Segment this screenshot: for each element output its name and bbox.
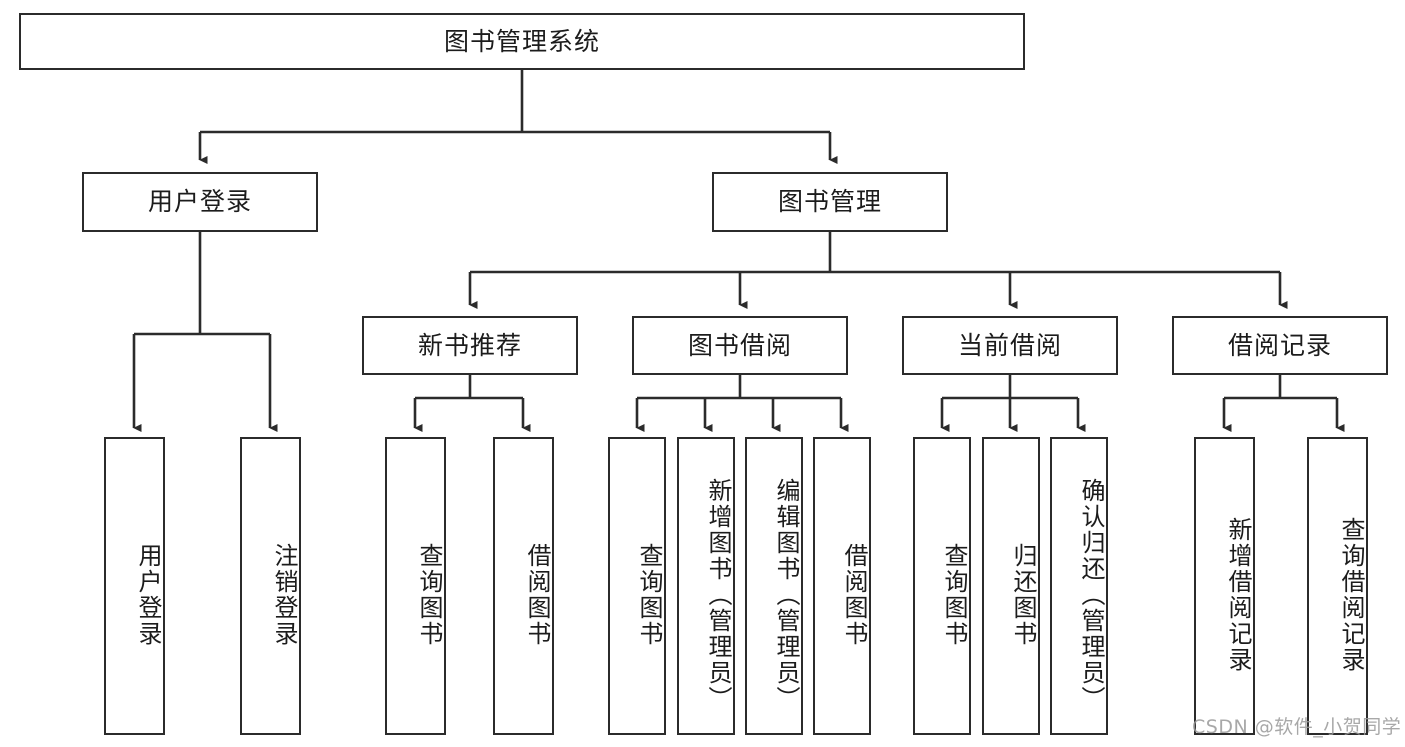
node-label: 查询图书 bbox=[635, 543, 663, 647]
node-label: 图书管理系统 bbox=[443, 26, 600, 56]
node-user-login[interactable]: 用户登录 bbox=[82, 172, 318, 232]
leaf-query-book-borrow[interactable]: 查询图书 bbox=[608, 437, 666, 735]
leaf-add-book-admin[interactable]: 新增图书（管理员） bbox=[677, 437, 735, 735]
leaf-confirm-return-admin[interactable]: 确认归还（管理员） bbox=[1050, 437, 1108, 735]
leaf-return-book[interactable]: 归还图书 bbox=[982, 437, 1040, 735]
leaf-user-logout[interactable]: 注销登录 bbox=[240, 437, 301, 735]
node-borrow-record[interactable]: 借阅记录 bbox=[1172, 316, 1388, 375]
leaf-user-login[interactable]: 用户登录 bbox=[104, 437, 165, 735]
node-label: 新增图书（管理员） bbox=[704, 478, 732, 712]
leaf-query-book-current[interactable]: 查询图书 bbox=[913, 437, 971, 735]
leaf-query-borrow-record[interactable]: 查询借阅记录 bbox=[1307, 437, 1368, 735]
node-book-borrow[interactable]: 图书借阅 bbox=[632, 316, 848, 375]
csdn-watermark: CSDN @软件_小贺同学 bbox=[1192, 716, 1402, 738]
node-label: 图书借阅 bbox=[687, 330, 792, 360]
node-label: 当前借阅 bbox=[957, 330, 1062, 360]
node-label: 查询图书 bbox=[415, 543, 443, 647]
leaf-query-book-recommend[interactable]: 查询图书 bbox=[385, 437, 446, 735]
node-label: 归还图书 bbox=[1009, 543, 1037, 647]
node-label: 用户登录 bbox=[134, 543, 162, 647]
node-root-book-management-system[interactable]: 图书管理系统 bbox=[19, 13, 1025, 70]
leaf-edit-book-admin[interactable]: 编辑图书（管理员） bbox=[745, 437, 803, 735]
node-label: 用户登录 bbox=[147, 187, 252, 216]
node-label: 注销登录 bbox=[270, 543, 298, 647]
node-label: 借阅图书 bbox=[840, 543, 868, 647]
node-label: 借阅图书 bbox=[523, 543, 551, 647]
leaf-add-borrow-record[interactable]: 新增借阅记录 bbox=[1194, 437, 1255, 735]
node-label: 编辑图书（管理员） bbox=[772, 478, 800, 712]
node-new-book-recommend[interactable]: 新书推荐 bbox=[362, 316, 578, 375]
leaf-borrow-book-recommend[interactable]: 借阅图书 bbox=[493, 437, 554, 735]
node-label: 新书推荐 bbox=[417, 330, 522, 360]
node-label: 图书管理 bbox=[777, 187, 882, 216]
node-current-borrow[interactable]: 当前借阅 bbox=[902, 316, 1118, 375]
node-label: 借阅记录 bbox=[1227, 330, 1332, 360]
node-label: 查询借阅记录 bbox=[1337, 517, 1365, 673]
leaf-borrow-book[interactable]: 借阅图书 bbox=[813, 437, 871, 735]
node-label: 新增借阅记录 bbox=[1224, 517, 1252, 673]
node-label: 查询图书 bbox=[940, 543, 968, 647]
node-book-management[interactable]: 图书管理 bbox=[712, 172, 948, 232]
node-label: 确认归还（管理员） bbox=[1077, 478, 1105, 712]
